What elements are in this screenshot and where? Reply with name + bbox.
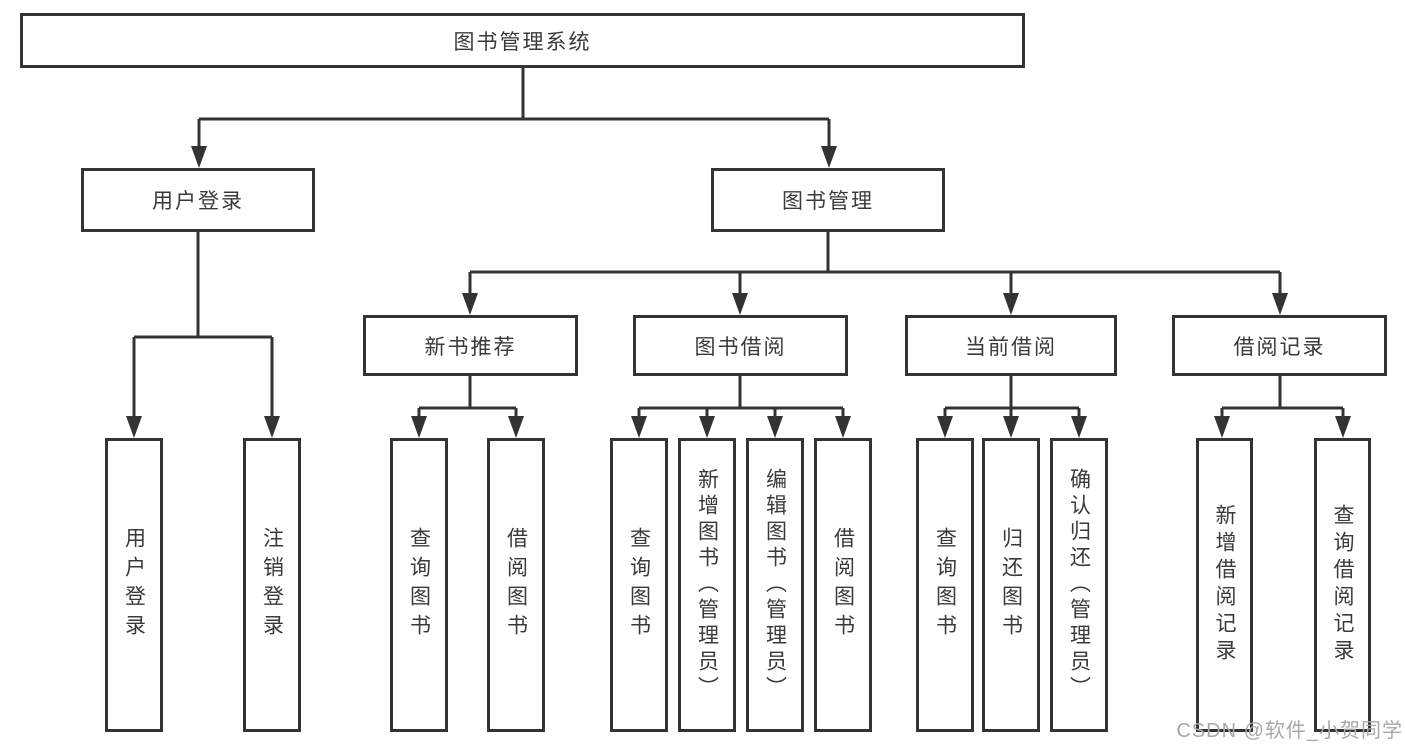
arrowhead bbox=[732, 293, 748, 315]
arrowhead bbox=[1335, 416, 1351, 438]
node-current-borrow: 当前借阅 bbox=[905, 315, 1117, 376]
leaf-borrow-edit-admin: 编辑图书（管理员） bbox=[746, 438, 804, 732]
leaf-newbooks-query: 查询图书 bbox=[390, 438, 448, 732]
watermark: CSDN @软件_小贺同学 bbox=[1176, 720, 1403, 742]
leaf-current-return: 归还图书 bbox=[982, 438, 1040, 732]
leaf-records-add: 新增借阅记录 bbox=[1196, 438, 1253, 732]
connector-root-to-level2 bbox=[191, 68, 837, 168]
arrowhead bbox=[264, 416, 280, 438]
arrowhead bbox=[767, 416, 783, 438]
arrowhead bbox=[1272, 293, 1288, 315]
arrowhead bbox=[699, 416, 715, 438]
arrowhead bbox=[1003, 416, 1019, 438]
connector-book-mgmt-to-level3 bbox=[462, 232, 1288, 315]
connector-current-borrow-to-leaves bbox=[937, 376, 1087, 438]
arrowhead bbox=[835, 416, 851, 438]
leaf-current-query: 查询图书 bbox=[916, 438, 974, 732]
arrowhead bbox=[1214, 416, 1230, 438]
arrowhead bbox=[1071, 416, 1087, 438]
connector-new-books-to-leaves bbox=[411, 376, 524, 438]
arrowhead bbox=[462, 293, 478, 315]
node-book-mgmt: 图书管理 bbox=[711, 168, 945, 232]
arrowhead bbox=[937, 416, 953, 438]
arrowhead bbox=[191, 146, 207, 168]
leaf-borrow-query: 查询图书 bbox=[610, 438, 668, 732]
node-borrow-records: 借阅记录 bbox=[1172, 315, 1387, 376]
leaf-records-query: 查询借阅记录 bbox=[1314, 438, 1371, 732]
node-new-books: 新书推荐 bbox=[363, 315, 578, 376]
node-book-borrow: 图书借阅 bbox=[633, 315, 848, 376]
leaf-current-confirm-admin: 确认归还（管理员） bbox=[1050, 438, 1108, 732]
arrowhead bbox=[411, 416, 427, 438]
connector-book-borrow-to-leaves bbox=[631, 376, 851, 438]
leaf-borrow-borrow: 借阅图书 bbox=[814, 438, 872, 732]
leaf-newbooks-borrow: 借阅图书 bbox=[487, 438, 545, 732]
connector-user-login-to-leaves bbox=[126, 232, 280, 438]
arrowhead bbox=[631, 416, 647, 438]
arrowhead bbox=[126, 416, 142, 438]
node-user-login: 用户登录 bbox=[81, 168, 315, 232]
leaf-logout: 注销登录 bbox=[243, 438, 301, 732]
arrowhead bbox=[508, 416, 524, 438]
arrowhead bbox=[1003, 293, 1019, 315]
arrowhead bbox=[821, 146, 837, 168]
node-root: 图书管理系统 bbox=[20, 13, 1025, 68]
leaf-borrow-add-admin: 新增图书（管理员） bbox=[678, 438, 736, 732]
leaf-user-login: 用户登录 bbox=[105, 438, 163, 732]
connector-borrow-records-to-leaves bbox=[1214, 376, 1351, 438]
